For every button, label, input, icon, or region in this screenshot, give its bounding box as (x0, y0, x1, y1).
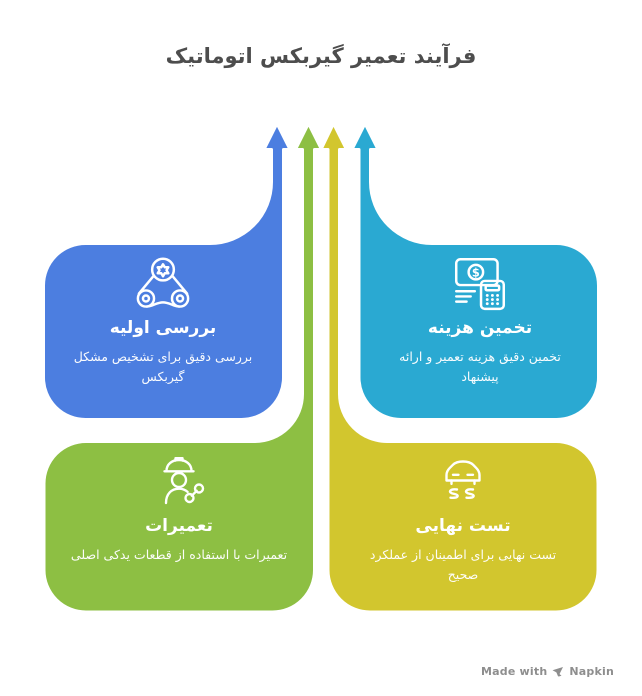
step-title: تست نهایی (415, 516, 511, 536)
napkin-logo-icon (552, 666, 564, 677)
step-final-test: تست نهایی تست نهایی برای اطمینان از عملک… (353, 450, 573, 586)
step-initial-inspection: بررسی اولیه بررسی دقیق برای تشخیص مشکل گ… (53, 252, 273, 388)
step-cost-estimate: $ تخمین هزینه تخمین دقیق هزینه تعمیر و ا… (370, 252, 590, 388)
watermark-prefix: Made with (481, 665, 548, 678)
step-title: تعمیرات (145, 516, 213, 536)
money-calculator-icon: $ (454, 257, 506, 311)
mechanic-wrench-icon (163, 457, 205, 505)
calculator-keys (485, 293, 500, 306)
cost-estimate-shape (350, 122, 600, 421)
final-test-shape (319, 122, 600, 614)
step-repairs: تعمیرات تعمیرات با استفاده از قطعات یدکی… (59, 450, 299, 565)
dollar-sign: $ (472, 265, 480, 279)
step-description: تست نهایی برای اطمینان از عملکرد صحیح (369, 547, 557, 583)
repairs-shape (42, 122, 323, 614)
step-title: تخمین هزینه (427, 318, 533, 338)
step-title: بررسی اولیه (109, 318, 217, 338)
car-skid-test-icon (445, 460, 481, 500)
watermark: Made with Napkin (481, 665, 614, 678)
watermark-brand: Napkin (569, 665, 614, 678)
step-description: تخمین دقیق هزینه تعمیر و ارائه پیشنهاد (399, 349, 561, 385)
page-title: فرآیند تعمیر گیربکس اتوماتیک (165, 44, 477, 68)
timing-belt-icon (136, 257, 190, 308)
step-description: تعمیرات با استفاده از قطعات یدکی اصلی (70, 547, 288, 562)
step-description: بررسی دقیق برای تشخیص مشکل گیربکس (73, 349, 253, 385)
